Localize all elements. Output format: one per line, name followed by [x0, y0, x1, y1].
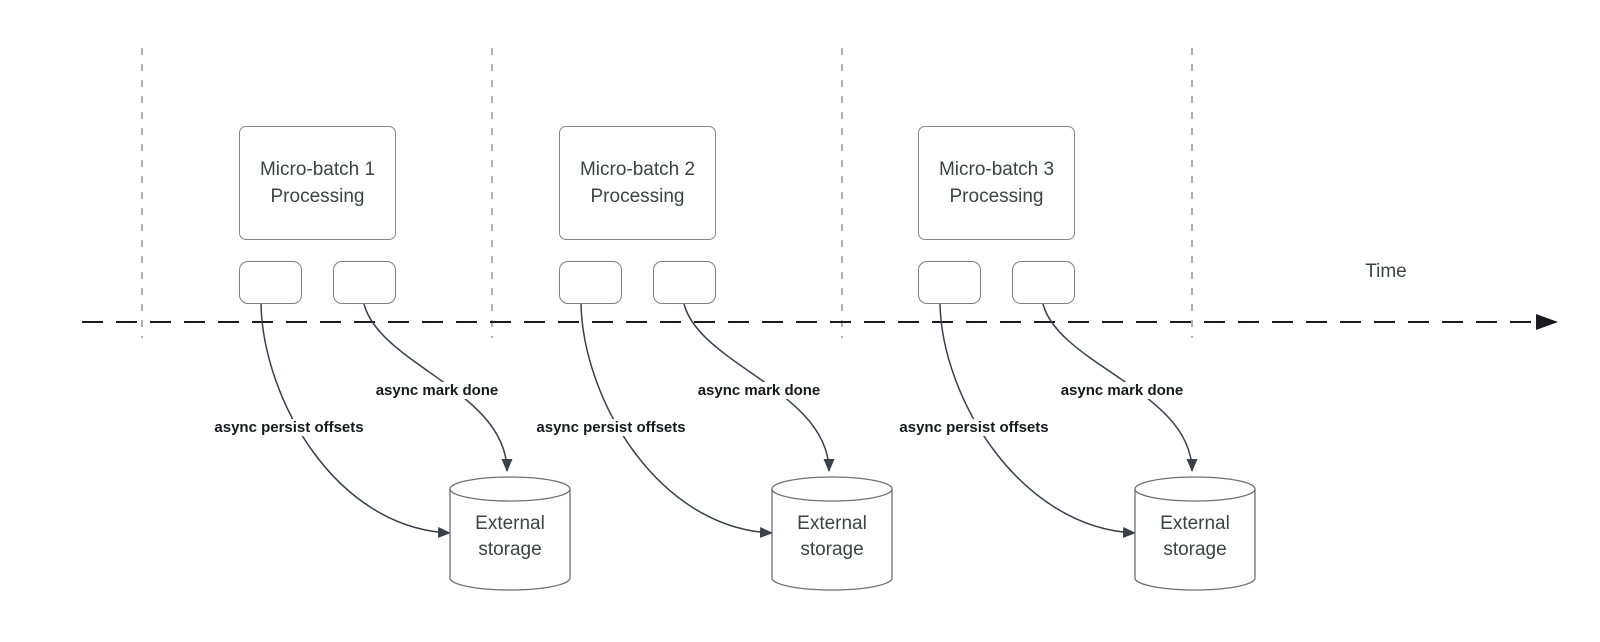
mark-done-label: async mark done	[372, 382, 502, 399]
mark-done-task-box	[653, 261, 716, 304]
external-storage-cylinder	[1134, 476, 1256, 591]
external-storage-label: External storage	[475, 513, 545, 560]
mark-done-arrow	[683, 303, 835, 472]
mark-done-task-box	[1012, 261, 1075, 304]
persist-task-box	[918, 261, 981, 304]
mark-done-arrow	[1042, 303, 1198, 472]
persist-task-box	[239, 261, 302, 304]
persist-offsets-label: async persist offsets	[533, 419, 689, 436]
microbatch-processing-box: Micro-batch 1 Processing	[239, 126, 396, 240]
external-storage-label: External storage	[797, 513, 867, 560]
persist-offsets-label: async persist offsets	[896, 419, 1052, 436]
microbatch-box-label: Micro-batch 3 Processing	[938, 159, 1055, 207]
persist-offsets-arrow	[260, 303, 451, 538]
persist-offsets-arrow	[939, 303, 1136, 538]
microbatch-processing-box: Micro-batch 3 Processing	[918, 126, 1075, 240]
microbatch-box-label: Micro-batch 1 Processing	[259, 159, 376, 207]
external-storage-cylinder	[771, 476, 893, 591]
mark-done-label: async mark done	[1057, 382, 1187, 399]
mark-done-arrow	[363, 303, 513, 472]
persist-offsets-label: async persist offsets	[211, 419, 367, 436]
persist-task-box	[559, 261, 622, 304]
external-storage-cylinder	[449, 476, 571, 591]
persist-offsets-arrow	[580, 303, 773, 538]
external-storage-label: External storage	[1160, 513, 1230, 560]
microbatch-box-label: Micro-batch 2 Processing	[579, 159, 696, 207]
microbatch-processing-box: Micro-batch 2 Processing	[559, 126, 716, 240]
mark-done-label: async mark done	[694, 382, 824, 399]
mark-done-task-box	[333, 261, 396, 304]
time-axis-label: Time	[1365, 261, 1407, 282]
